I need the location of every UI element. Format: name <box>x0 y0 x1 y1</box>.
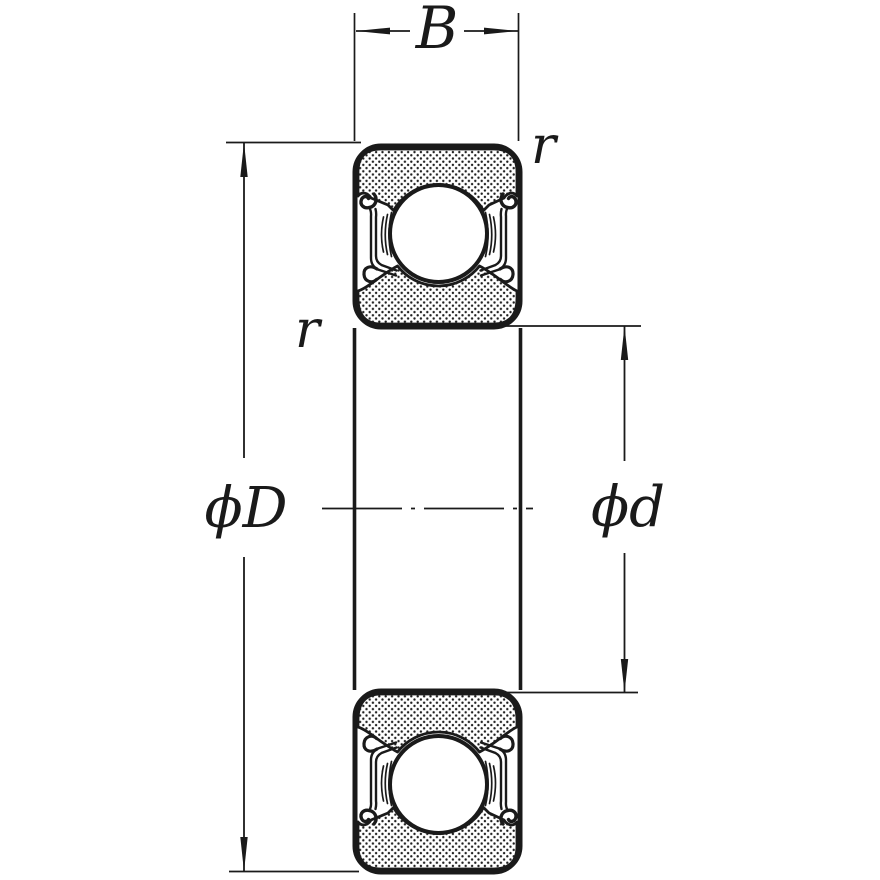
dimension-width: B <box>353 0 520 141</box>
arrowhead-up-icon <box>620 326 629 360</box>
arrowhead-left-icon <box>356 27 390 35</box>
arrowhead-down-icon <box>620 659 629 693</box>
bore-diameter-label: ϕd <box>591 475 665 540</box>
arrowhead-up-icon <box>240 142 248 177</box>
chamfer-radius-label-top-right: r <box>531 116 559 176</box>
chamfer-radius-label-left: r <box>295 300 323 360</box>
arrowhead-down-icon <box>240 837 248 872</box>
arrowhead-right-icon <box>484 27 518 35</box>
bottom-bearing-section <box>355 691 520 872</box>
dimension-bore-diameter: ϕd <box>505 325 665 694</box>
top-bearing-section <box>355 146 520 327</box>
outer-diameter-label: ϕD <box>204 476 287 541</box>
width-label: B <box>415 0 459 62</box>
dimension-outer-diameter: ϕD <box>204 141 361 873</box>
